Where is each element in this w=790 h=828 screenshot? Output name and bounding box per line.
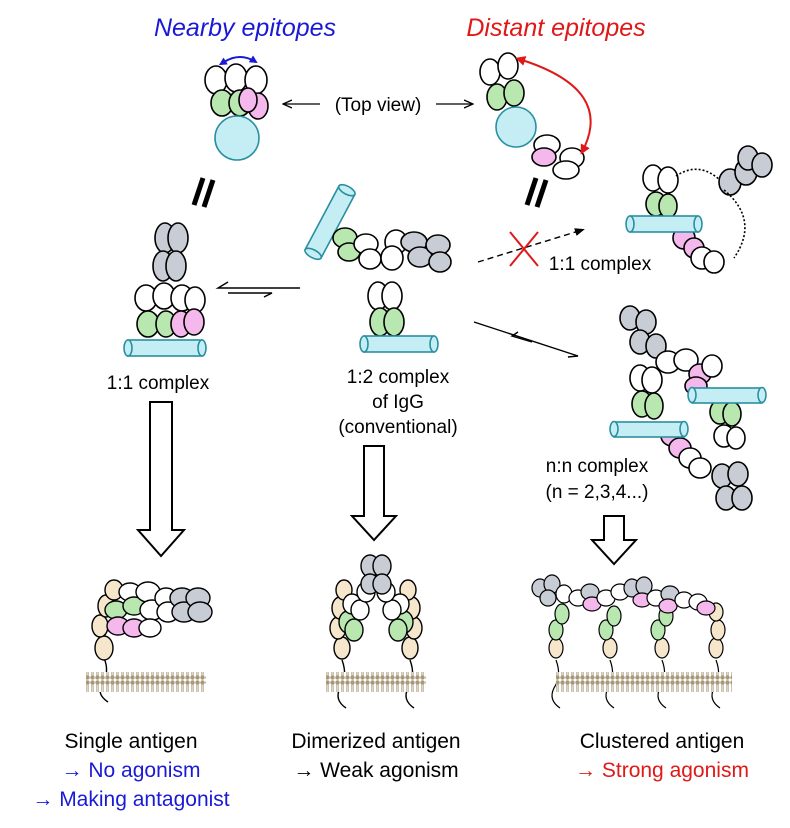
clustered-antigen-title: Clustered antigen (580, 730, 745, 753)
equals-sign-right (524, 177, 549, 208)
nn-receptor-cylinder-upper (687, 386, 767, 404)
single-antigen-line1: → No agonism (62, 759, 201, 782)
center-1-2-complex-label-line3: (conventional) (338, 417, 457, 438)
down-arrow-left (135, 401, 187, 558)
membrane-right (556, 672, 732, 692)
membrane-center (326, 672, 426, 692)
single-antigen-line2: → Making antagonist (32, 788, 229, 811)
clustered-antigen-illustration (531, 574, 726, 709)
clustered-antigen-line1: → Strong agonism (575, 759, 749, 782)
dashed-arrow-to-right-complex (477, 228, 585, 263)
right-1-1-complex-illustration (642, 145, 773, 274)
nn-complex-illustration (619, 305, 753, 511)
heading-distant-epitopes: Distant epitopes (466, 14, 645, 42)
nearby-epitopes-double-arrow (218, 55, 258, 66)
equilibrium-arrows-right (473, 321, 579, 358)
down-arrow-center (349, 445, 399, 542)
dimerized-antigen-illustration (329, 554, 423, 709)
equilibrium-arrows-left (215, 281, 300, 298)
heading-nearby-epitopes: Nearby epitopes (154, 14, 336, 42)
nn-complex-label-line2: (n = 2,3,4...) (546, 482, 649, 503)
nn-receptor-cylinder-lower (609, 420, 689, 438)
top-view-label: (Top view) (335, 95, 422, 116)
center-1-2-complex-label-line1: 1:2 complex (347, 367, 450, 388)
distant-top-view-illustration (479, 52, 585, 180)
left-1-1-complex-illustration (134, 222, 206, 338)
down-arrow-right (589, 515, 639, 566)
single-antigen-illustration (91, 579, 213, 703)
nearby-top-view-illustration (204, 63, 269, 161)
red-cross-mark (509, 231, 539, 267)
left-receptor-cylinder (123, 339, 207, 357)
right-1-1-complex-label: 1:1 complex (549, 254, 652, 275)
single-antigen-title: Single antigen (64, 730, 197, 753)
right-top-receptor-cylinder (625, 215, 703, 233)
left-1-1-complex-label: 1:1 complex (107, 373, 210, 394)
distant-epitopes-double-arrow (515, 56, 592, 155)
center-receptor-cylinder (359, 335, 439, 353)
center-igg-illustration (304, 183, 452, 337)
dimerized-antigen-line1: → Weak agonism (293, 759, 458, 782)
nn-complex-label-line1: n:n complex (546, 456, 649, 477)
dimerized-antigen-title: Dimerized antigen (291, 730, 460, 753)
equals-sign-left (191, 177, 216, 208)
center-1-2-complex-label-line2: of IgG (372, 392, 424, 413)
membrane-left (86, 672, 206, 692)
